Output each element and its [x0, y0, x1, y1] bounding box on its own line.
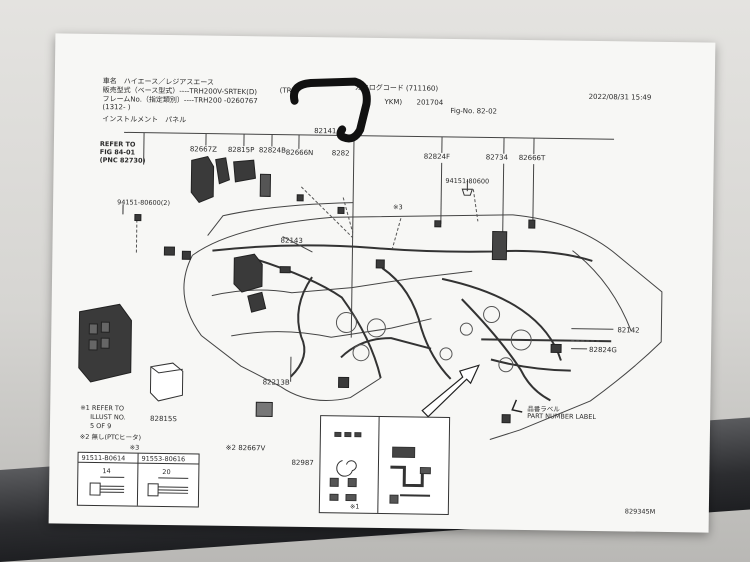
fastener-bolt-drawings	[89, 476, 189, 497]
fastener-table: 91511-B0614 91553-80616 14 20	[76, 451, 200, 508]
circle-marker	[289, 77, 371, 143]
bolt-icon	[122, 179, 474, 215]
parts-catalog-sheet: 車名 ハイエース／レジアスエース 販売型式（ベース型式）----TRH200V-…	[48, 33, 716, 533]
inset-detail-drawing	[329, 416, 431, 513]
inset-detail-box: ※1	[318, 415, 451, 515]
arrow-icon	[421, 364, 523, 418]
wiring-diagram	[78, 77, 663, 440]
